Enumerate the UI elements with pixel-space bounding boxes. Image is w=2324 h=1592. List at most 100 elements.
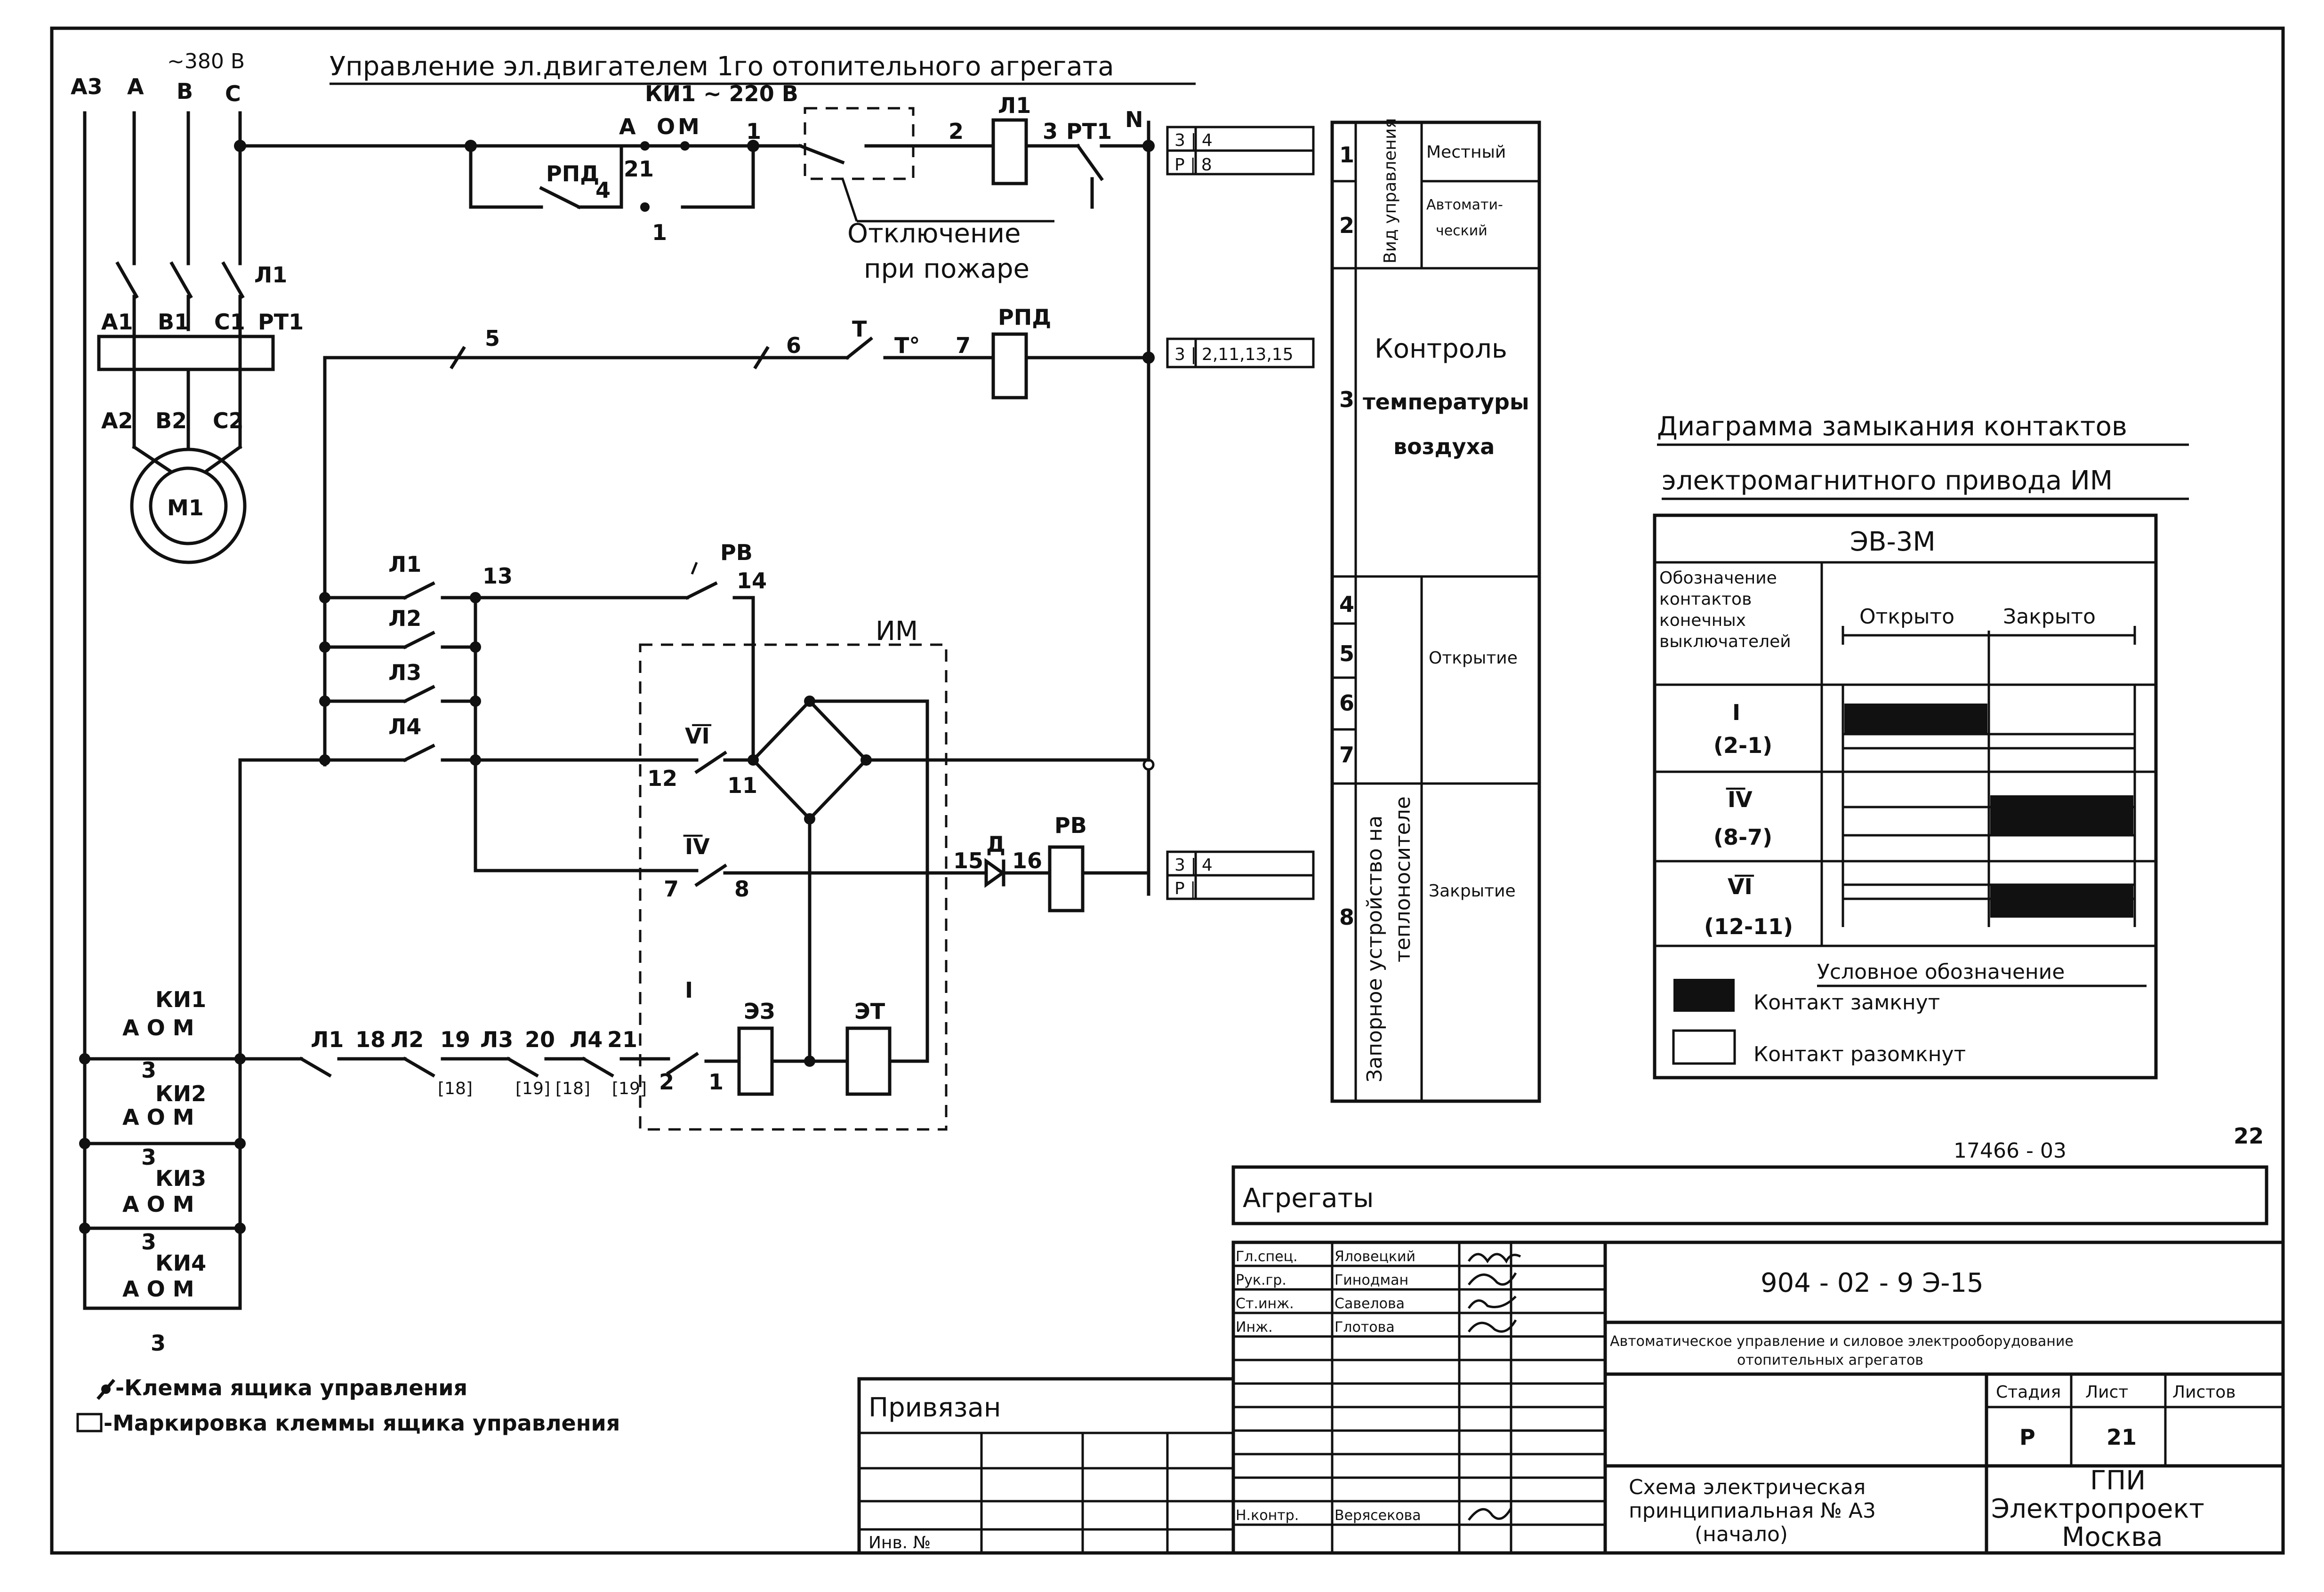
sheet-title-1: Схема электрическая xyxy=(1629,1475,1866,1499)
chain-20: 20 xyxy=(525,1027,555,1052)
contact-6: 6 xyxy=(786,333,801,358)
point-rt1: РТ1 xyxy=(258,309,304,335)
page-corner-number: 22 xyxy=(2234,1123,2264,1149)
note-marking: -Маркировка клеммы ящика управления xyxy=(104,1410,620,1436)
motor-label: М1 xyxy=(167,495,204,520)
cd-row1-pins: (2-1) xyxy=(1713,733,1772,758)
cd-header-4: выключателей xyxy=(1659,632,1791,651)
legend-open-text: Контакт разомкнут xyxy=(1753,1042,1966,1066)
person-1-name: Яловецкий xyxy=(1335,1248,1415,1265)
chain-l4: Л4 xyxy=(570,1027,603,1052)
ki2-num: 3 xyxy=(141,1144,156,1170)
ki4-positions: А О М xyxy=(122,1276,194,1302)
ref1-top: 3 | 4 xyxy=(1174,131,1213,150)
cd-row3-pins: (12-11) xyxy=(1704,914,1793,939)
point-a2: А2 xyxy=(101,408,133,433)
ki2-name: КИ2 xyxy=(155,1081,206,1106)
person-4-role: Инж. xyxy=(1236,1319,1273,1336)
relay-pt1-label: РТ1 xyxy=(1066,119,1112,144)
person-4-name: Глотова xyxy=(1335,1319,1395,1336)
power-lines xyxy=(83,111,275,1061)
stage-label: Стадия xyxy=(1996,1383,2061,1402)
ki1-pos-a: А xyxy=(619,114,636,139)
ki2-positions: А О М xyxy=(122,1104,194,1130)
chain-21: 21 xyxy=(607,1027,637,1052)
ki1-label: КИ1 ~ 220 В xyxy=(645,81,798,106)
contact-2-top: 2 xyxy=(949,119,964,144)
ref3-bottom: Р | xyxy=(1174,879,1196,898)
cd-bar-row1-open xyxy=(1844,704,1987,734)
row-7: 7 xyxy=(1339,742,1354,768)
nkontr-role: Н.контр. xyxy=(1236,1507,1299,1524)
contact-iv: I͞V xyxy=(683,834,710,859)
contact-i: I xyxy=(685,977,693,1003)
marking-note-icon xyxy=(76,1413,103,1432)
cd-bar-row3-close xyxy=(1990,885,2133,918)
contact-12: 12 xyxy=(647,766,677,791)
nkontr-name: Верясекова xyxy=(1335,1507,1421,1524)
doc-number: 17466 - 03 xyxy=(1954,1139,2067,1163)
contact-5: 5 xyxy=(485,326,500,351)
stamp-desc-2: отопительных агрегатов xyxy=(1737,1352,1923,1368)
mode-auto-1: Автомати- xyxy=(1426,197,1503,213)
chain-1: 1 xyxy=(708,1069,724,1095)
contact-11: 11 xyxy=(727,773,757,798)
row-6: 6 xyxy=(1339,690,1354,716)
row-2: 2 xyxy=(1339,213,1354,238)
phase-a3: А3 xyxy=(71,74,103,99)
contact-4: 4 xyxy=(595,177,611,203)
ki1-pos-m: М xyxy=(678,114,700,139)
contact-21: 21 xyxy=(624,156,654,182)
ref2-top: 3 | 2,11,13,15 xyxy=(1174,345,1294,364)
relay-rpd-label: РПД xyxy=(998,304,1051,330)
row-8: 8 xyxy=(1339,904,1354,930)
relay-rv-label: РВ xyxy=(1054,813,1087,838)
ki4-name: КИ4 xyxy=(155,1250,206,1276)
legend-closed-swatch xyxy=(1673,979,1735,1012)
temp-line3: воздуха xyxy=(1393,434,1495,459)
person-3-role: Ст.инж. xyxy=(1236,1296,1294,1312)
mark-19a: [19] xyxy=(515,1079,550,1098)
contact-14: 14 xyxy=(737,568,767,593)
sheet-label: Лист xyxy=(2085,1383,2128,1402)
terminal-note-icon xyxy=(96,1379,115,1400)
contact-3-top: 3 xyxy=(1043,119,1058,144)
valve-group-2: теплоносителе xyxy=(1391,796,1415,962)
limit-l2: Л2 xyxy=(388,606,421,631)
phase-c: С xyxy=(225,81,241,106)
cd-row2-pins: (8-7) xyxy=(1713,824,1772,850)
mark-18b: [18] xyxy=(555,1079,590,1098)
point-c1: С1 xyxy=(214,309,245,335)
ki1-pos-o: О xyxy=(657,114,675,139)
ki3-positions: А О М xyxy=(122,1192,194,1217)
row-4: 4 xyxy=(1339,592,1354,617)
row-1: 1 xyxy=(1339,142,1354,168)
point-b1: В1 xyxy=(158,309,189,335)
contact-16: 16 xyxy=(1012,848,1042,873)
ki4-num: 3 xyxy=(151,1330,166,1356)
cd-model: ЭВ-3М xyxy=(1850,527,1936,557)
contact-7-low: 7 xyxy=(664,876,679,902)
mode-auto-2: ческий xyxy=(1436,223,1488,239)
org-1: ГПИ xyxy=(2090,1465,2146,1496)
relay-rpd-contact: РПД xyxy=(546,161,599,186)
contact-8: 8 xyxy=(734,876,749,902)
chain-l1: Л1 xyxy=(311,1027,344,1052)
point-c2: С2 xyxy=(213,408,244,433)
note-terminal: -Клемма ящика управления xyxy=(115,1375,467,1400)
limit-l3: Л3 xyxy=(388,660,421,685)
ez-label: ЭЗ xyxy=(744,999,775,1024)
voltage-label: ~380 В xyxy=(167,49,245,73)
org-2: Электропроект xyxy=(1991,1494,2204,1524)
temp-line1: Контроль xyxy=(1375,334,1507,364)
relay-to-label: Т° xyxy=(894,333,920,358)
limit-l4: Л4 xyxy=(388,714,421,739)
sheet-title-2: принципиальная № А3 xyxy=(1629,1499,1876,1523)
fire-off-line2: при пожаре xyxy=(864,254,1029,284)
valve-close: Закрытие xyxy=(1429,881,1516,901)
cd-row1-roman: I xyxy=(1732,700,1740,725)
chain-l3: Л3 xyxy=(480,1027,513,1052)
mark-19b: [19] xyxy=(612,1079,647,1098)
diode-label: Д xyxy=(986,832,1005,857)
stamp-aggregates: Агрегаты xyxy=(1243,1183,1374,1214)
